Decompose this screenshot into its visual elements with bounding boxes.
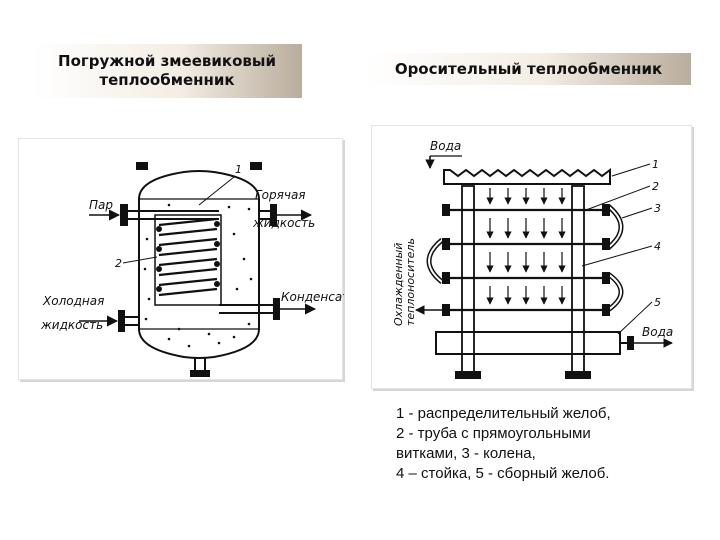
- irrigation-exchanger-panel: Вода Вода Охлажденный теплоноситель 1 2 …: [371, 125, 692, 389]
- tube-flanges: [442, 204, 610, 316]
- title-right-text: Оросительный теплообменник: [394, 60, 663, 78]
- water-drops: [486, 188, 566, 305]
- legend: 1 - распределительный желоб, 2 - труба с…: [396, 404, 696, 484]
- title-left-line2: теплообменник: [99, 71, 235, 89]
- irrigation-exchanger-diagram: Вода Вода Охлажденный теплоноситель 1 2 …: [392, 139, 673, 379]
- cooled-medium-label-line2: теплоноситель: [404, 238, 417, 326]
- water-in-label: Вода: [430, 139, 461, 153]
- distribution-trough: [443, 168, 611, 185]
- legend-line-3: витками, 3 - колена,: [396, 445, 536, 462]
- callout-5-right: 5: [654, 296, 661, 309]
- cold-liquid-label-line1: Холодная: [42, 294, 104, 308]
- title-left-line1: Погружной змеевиковый: [58, 52, 276, 70]
- legend-line-1: 1 - распределительный желоб,: [396, 405, 611, 422]
- title-irrigation-exchanger: Оросительный теплообменник: [366, 53, 691, 85]
- cold-liquid-label-line2: жидкость: [40, 318, 103, 332]
- water-out-label: Вода: [642, 325, 673, 339]
- liquid-dots: [143, 203, 253, 348]
- callout-1-right: 1: [652, 158, 659, 171]
- hot-liquid-label-line1: Горячая: [255, 188, 306, 202]
- immersion-exchanger-diagram: Пар Горячая жидкость Конденсат Холодная …: [40, 162, 344, 377]
- legend-line-4: 4 – стойка, 5 - сборный желоб.: [396, 465, 610, 482]
- tube-rows: [450, 208, 604, 312]
- condensate-label: Конденсат: [281, 290, 344, 304]
- cooled-medium-label-line1: Охлажденный: [392, 243, 405, 326]
- title-immersion-coil-exchanger: Погружной змеевиковый теплообменник: [32, 44, 302, 98]
- callout-2-left: 2: [115, 257, 122, 270]
- coil-turns: [158, 217, 218, 297]
- callout-4-right: 4: [654, 240, 661, 253]
- immersion-exchanger-panel: Пар Горячая жидкость Конденсат Холодная …: [18, 138, 344, 380]
- steam-label: Пар: [89, 198, 113, 212]
- callout-1-left: 1: [235, 163, 242, 176]
- legend-line-2: 2 - труба с прямоугольными: [396, 425, 591, 442]
- hot-liquid-label-line2: жидкость: [252, 216, 315, 230]
- collecting-trough: [435, 331, 621, 355]
- callout-2-right: 2: [652, 180, 659, 193]
- callout-3-right: 3: [654, 202, 661, 215]
